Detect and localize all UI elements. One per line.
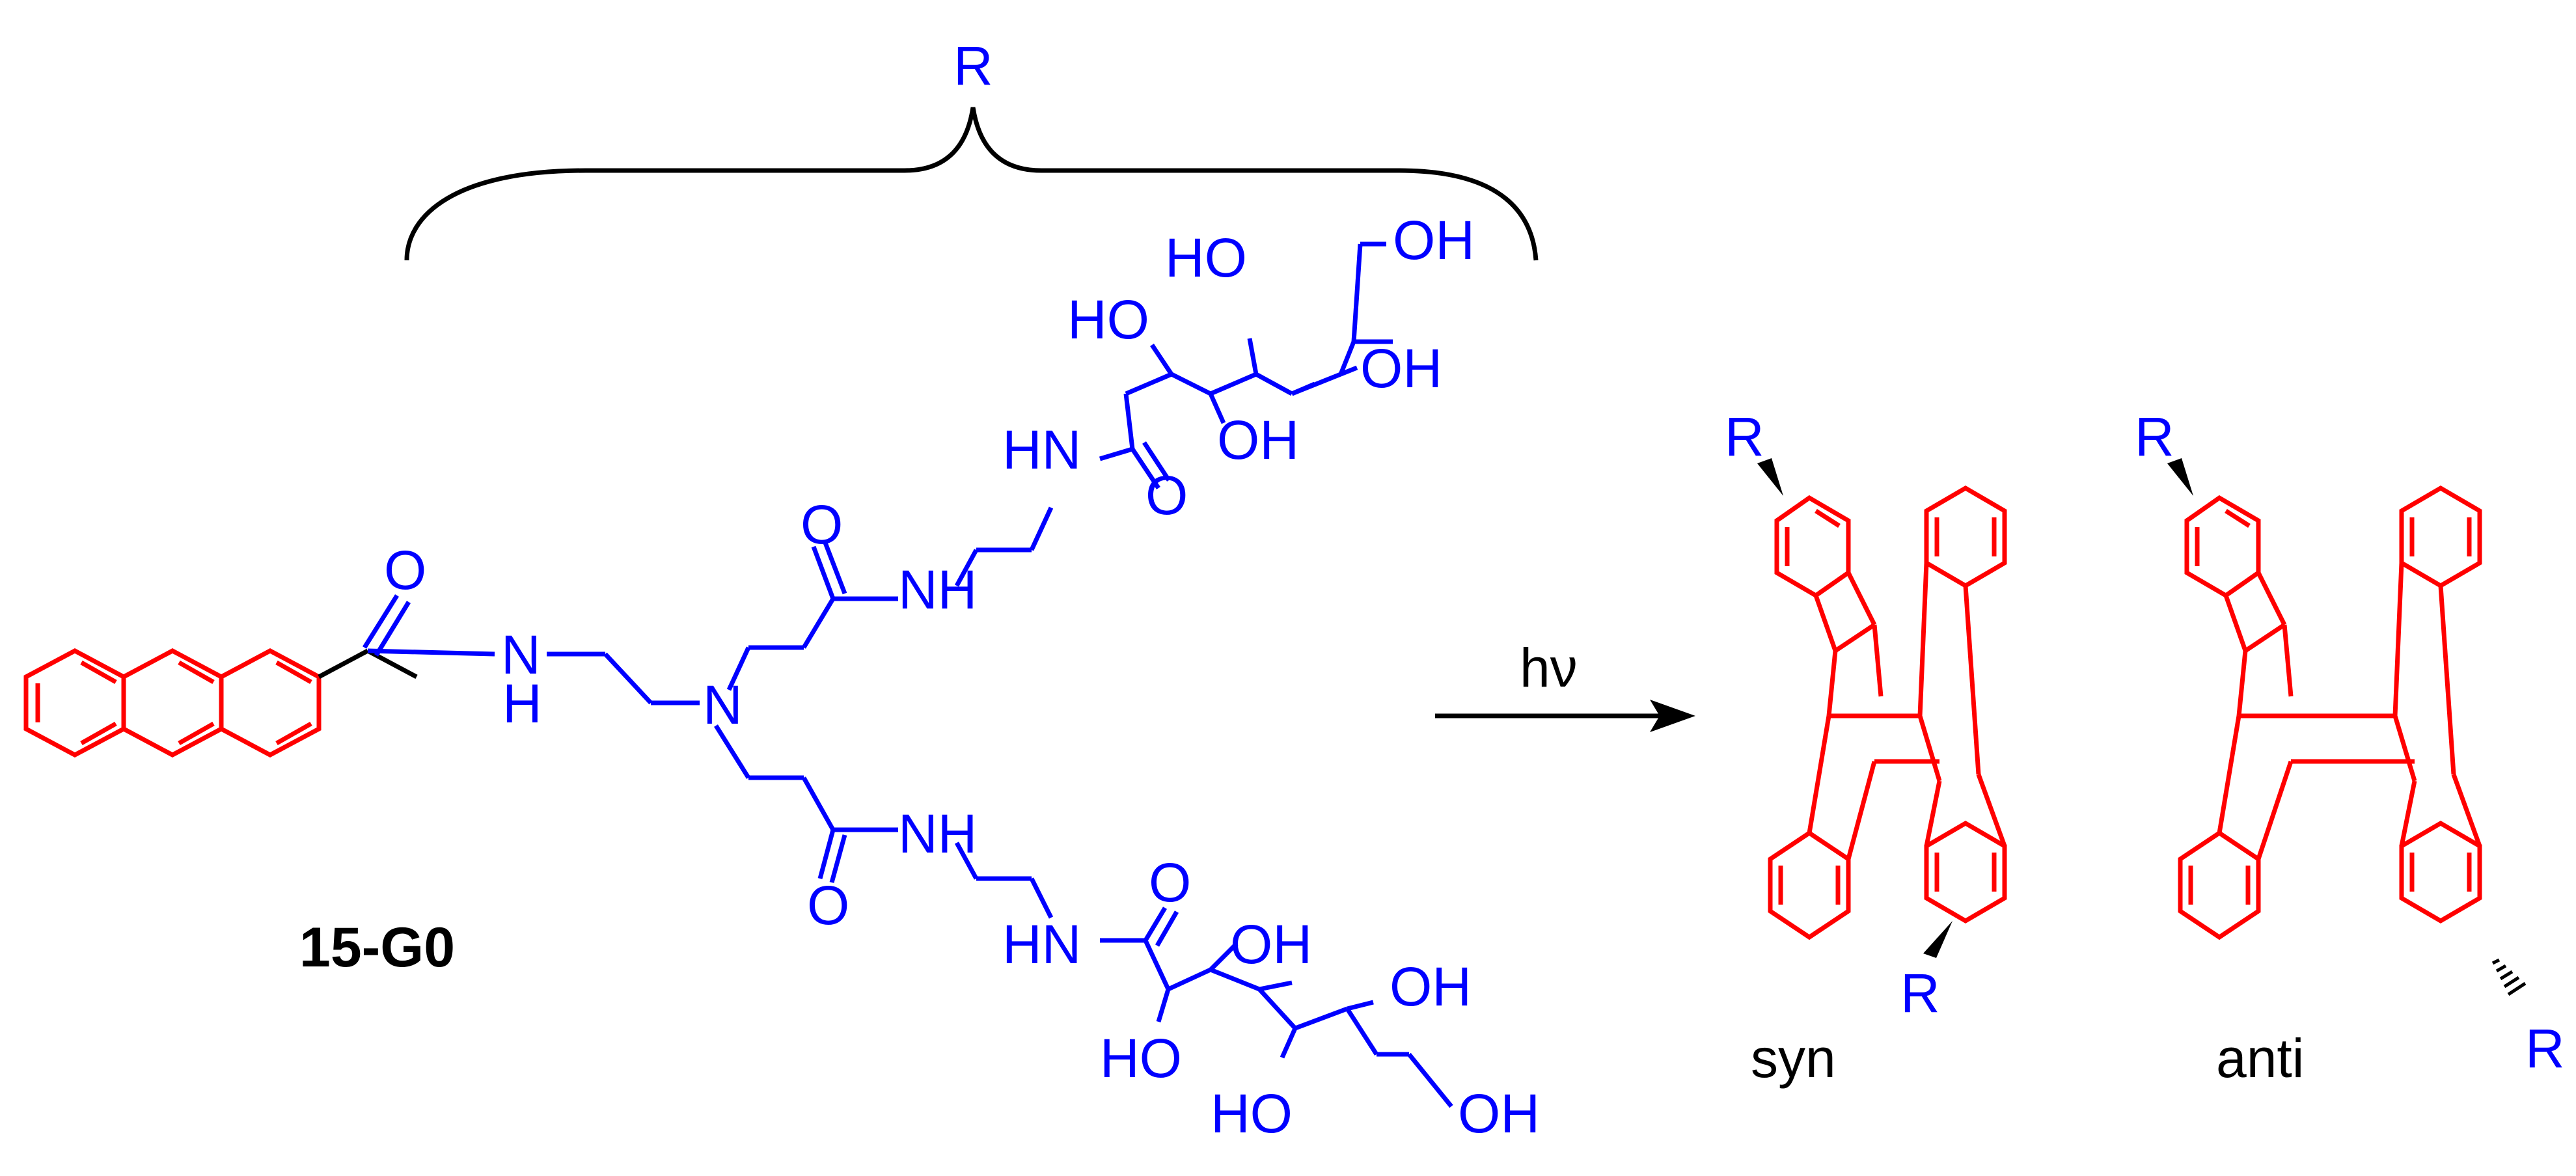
hydroxyl-upper-oh-2: OH [1360, 338, 1442, 399]
linker-bonds [318, 648, 418, 679]
amide-oxygen-4: O [807, 875, 849, 936]
hydroxyl-lower-ho-1: HO [1100, 1028, 1182, 1089]
hydroxyl-upper-oh-3: OH [1393, 210, 1475, 271]
syn-label: syn [1751, 1028, 1836, 1089]
hydroxyl-upper-oh-1: OH [1217, 409, 1299, 471]
anti-r-top: R [2135, 406, 2174, 467]
compound-label: 15-G0 [299, 916, 455, 979]
dendron-backbone [363, 338, 1409, 1059]
atom-labels: O N H N O NH HN O HO HO OH OH OH O NH HN… [384, 210, 1540, 1144]
r-group-label: R [953, 35, 993, 96]
syn-photodimer [1768, 485, 2007, 940]
anti-label: anti [2216, 1028, 2304, 1089]
amide-hydrogen-1: H [502, 673, 542, 734]
tertiary-amine-n: N [703, 674, 743, 735]
syn-r-top: R [1725, 406, 1764, 467]
reaction-condition-label: hν [1520, 637, 1578, 698]
hydroxyl-upper-ho-1: HO [1067, 289, 1149, 350]
amide-nh-upper-1: NH [898, 559, 977, 620]
anthracene-core [23, 648, 322, 758]
hydroxyl-lower-ho-2: HO [1211, 1083, 1293, 1144]
amide-nh-lower-1: NH [898, 803, 977, 864]
amide-oxygen-5: O [1149, 852, 1191, 913]
anti-photodimer [2178, 485, 2482, 940]
r-group-bracket [404, 107, 1539, 261]
syn-wedge-bond-bottom [1923, 921, 1953, 958]
hydroxyl-lower-oh-1: OH [1230, 914, 1312, 975]
hydroxyl-lower-oh-3: OH [1458, 1083, 1540, 1144]
hydroxyl-lower-oh-2: OH [1390, 956, 1472, 1017]
amide-nitrogen-1: N [501, 624, 541, 685]
amide-oxygen-2: O [801, 494, 843, 555]
amide-hn-lower-2: HN [1002, 914, 1081, 975]
reaction-arrow [1435, 700, 1695, 732]
anti-r-bottom: R [2525, 1018, 2565, 1079]
terminal-bonds [1351, 241, 1453, 1108]
anti-hash-bond-bottom [2491, 958, 2527, 996]
anti-wedge-bond-top [2167, 458, 2193, 496]
syn-r-bottom: R [1900, 963, 1940, 1024]
syn-wedge-bond-top [1757, 458, 1783, 496]
amide-oxygen-3: O [1145, 465, 1188, 526]
hydroxyl-upper-ho-2: HO [1165, 227, 1247, 288]
amide-oxygen-1: O [384, 540, 426, 601]
amide-hn-upper-2: HN [1002, 419, 1081, 480]
